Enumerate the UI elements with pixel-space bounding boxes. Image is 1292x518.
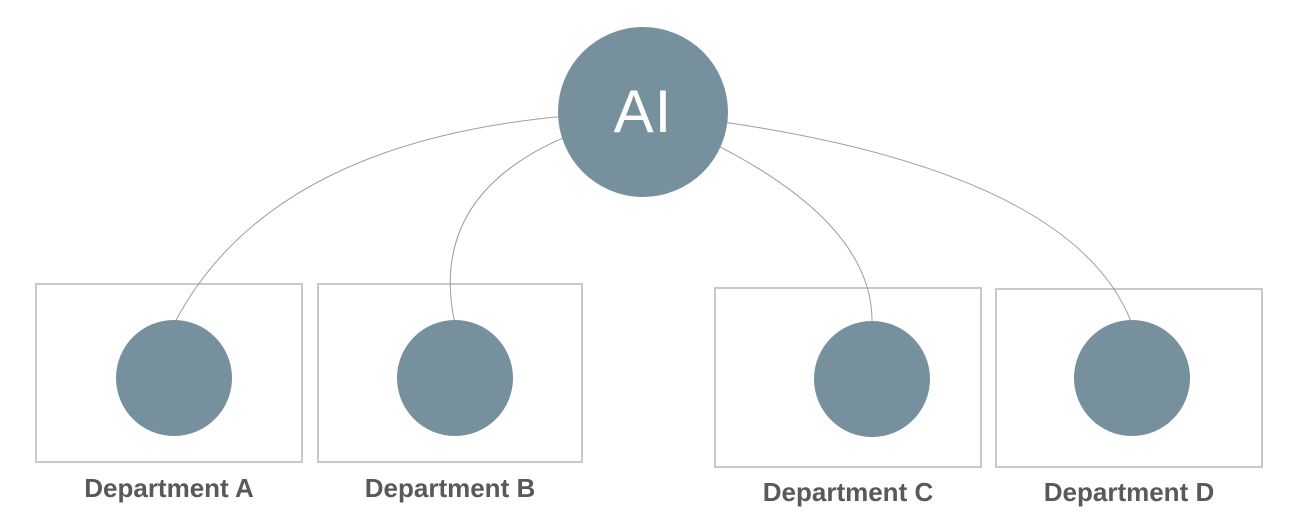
department-a-label: Department A xyxy=(84,473,254,503)
department-c-label: Department C xyxy=(762,477,934,507)
department-c-node-circle xyxy=(814,321,930,437)
department-d-label: Department D xyxy=(1043,477,1215,507)
department-b-node-circle xyxy=(397,320,513,436)
ai-root-node-label: AI xyxy=(613,78,673,145)
department-a-node-circle xyxy=(116,320,232,436)
department-d-node-circle xyxy=(1074,320,1190,436)
ai-root-node: AI xyxy=(558,27,728,197)
department-b-label: Department B xyxy=(364,473,536,503)
